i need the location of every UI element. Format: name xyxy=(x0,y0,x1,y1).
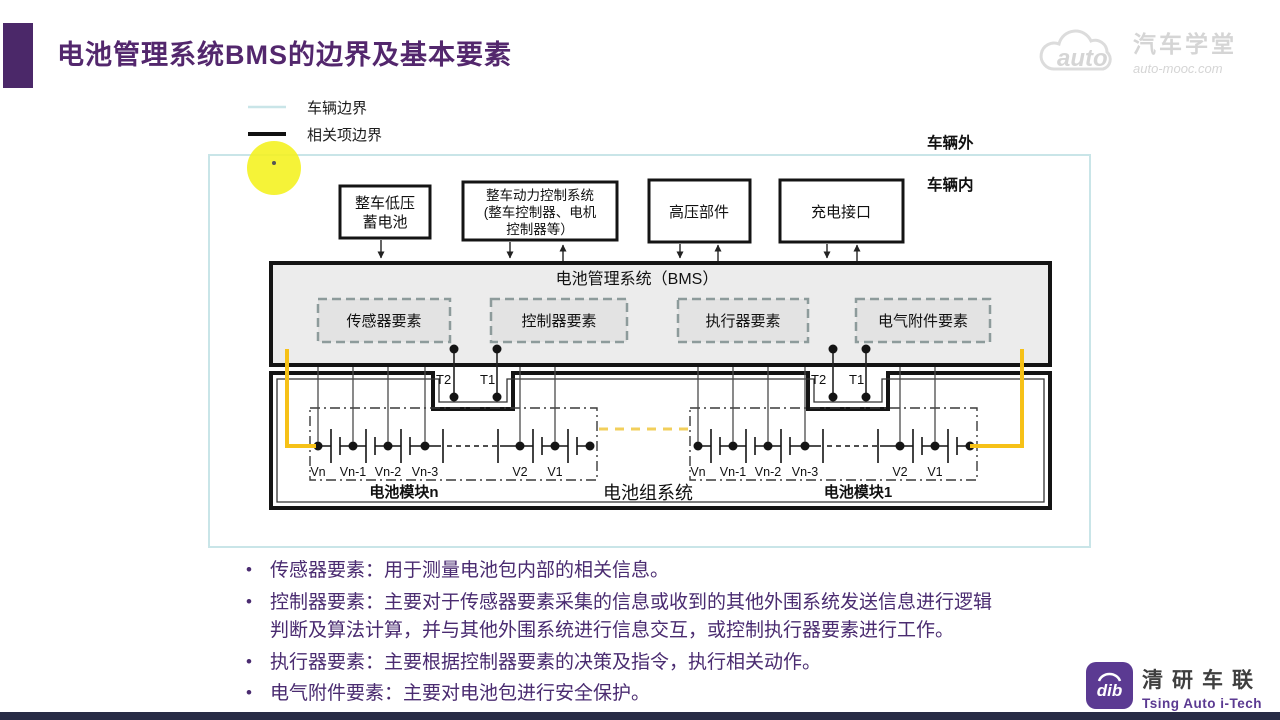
cloud-logo-icon: auto xyxy=(1039,29,1112,72)
tsing-auto-subtitle: Tsing Auto i-Tech xyxy=(1142,696,1262,711)
lv-battery-box xyxy=(338,184,432,240)
cell-vn1-label: Vn-1 xyxy=(720,465,746,479)
pack-system-label: 电池组系统 xyxy=(603,483,693,503)
cell-labels-module-1: Vn Vn-1 Vn-2 Vn-3 V2 V1 xyxy=(690,465,942,479)
charge-port-label: 充电接口 xyxy=(811,204,871,221)
peripheral-box-labels: 整车低压 蓄电池 整车动力控制系统 (整车控制器、电机 控制器等） 高压部件 充… xyxy=(355,187,871,237)
hv-parts-box xyxy=(647,178,752,244)
hv-line-right xyxy=(970,349,1024,448)
note-sensor: 传感器要素：用于测量电池包内部的相关信息。 xyxy=(240,557,998,586)
outside-vehicle-label: 车辆外 xyxy=(927,133,974,152)
actuator-element-label: 执行器要素 xyxy=(705,313,780,330)
note-electrical: 电气附件要素：主要对电池包进行安全保护。 xyxy=(240,680,998,709)
highlight-marker xyxy=(247,141,301,195)
module-n-label: 电池模块n xyxy=(369,483,438,501)
cell-vn2-label: Vn-2 xyxy=(375,465,401,479)
note-controller: 控制器要素：主要对于传感器要素采集的信息或收到的其他外围系统发送信息进行逻辑判断… xyxy=(240,589,998,646)
cloud-logo-text: auto xyxy=(1057,45,1108,72)
t2-left-label: T2 xyxy=(436,372,451,387)
t2-right-label: T2 xyxy=(811,372,826,387)
signal-arrows xyxy=(377,240,861,261)
sensor-element-label: 传感器要素 xyxy=(346,313,421,330)
cell-v1-label: V1 xyxy=(927,465,942,479)
hv-power-lines xyxy=(285,349,1024,448)
brand-domain: auto-mooc.com xyxy=(1133,60,1223,76)
power-control-label-2: (整车控制器、电机 xyxy=(484,204,597,220)
module-1-label: 电池模块1 xyxy=(824,483,892,501)
actuator-element-box xyxy=(676,297,810,344)
legend-related-boundary-label: 相关项边界 xyxy=(307,127,382,144)
lv-battery-label-2: 蓄电池 xyxy=(362,214,407,231)
video-progress-bar[interactable] xyxy=(0,712,1280,720)
legend: 车辆边界 相关项边界 xyxy=(248,100,382,144)
icon-text: dib xyxy=(1097,681,1123,700)
electrical-element-label: 电气附件要素 xyxy=(878,313,968,330)
controller-element-box xyxy=(489,297,629,344)
vehicle-boundary-box xyxy=(208,154,1091,548)
page-title: 电池管理系统BMS的边界及基本要素 xyxy=(57,40,512,70)
inside-vehicle-label: 车辆内 xyxy=(927,175,974,194)
charge-port-box xyxy=(778,178,905,244)
cell-v2-label: V2 xyxy=(892,465,907,479)
tsing-auto-name: 清研车联 xyxy=(1142,669,1262,692)
battery-pack-boundary xyxy=(269,371,1052,510)
brand-name: 汽车学堂 xyxy=(1133,30,1237,57)
note-actuator: 执行器要素：主要根据控制器要素的决策及指令，执行相关动作。 xyxy=(240,649,998,678)
cell-v2-label: V2 xyxy=(512,465,527,479)
t1-left-label: T1 xyxy=(480,372,495,387)
cell-v1-label: V1 xyxy=(547,465,562,479)
hv-line-left xyxy=(285,349,316,448)
hv-parts-label: 高压部件 xyxy=(669,204,729,221)
tsing-auto-logo: dib 清研车联 Tsing Auto i-Tech xyxy=(1086,662,1262,711)
peripheral-boxes xyxy=(338,178,905,244)
power-control-label-3: 控制器等） xyxy=(506,221,574,237)
cell-vn3-label: Vn-3 xyxy=(412,465,438,479)
legend-vehicle-boundary-label: 车辆边界 xyxy=(307,100,367,117)
power-control-label-1: 整车动力控制系统 xyxy=(486,187,594,203)
cell-vn1-label: Vn-1 xyxy=(340,465,366,479)
cell-vn2-label: Vn-2 xyxy=(755,465,781,479)
temp-sensor-labels: T2 T1 T2 T1 xyxy=(436,372,864,387)
lv-battery-label-1: 整车低压 xyxy=(355,195,415,212)
title-accent-square xyxy=(3,23,33,88)
electrical-element-box xyxy=(854,297,992,344)
bms-elements xyxy=(316,297,992,344)
t1-right-label: T1 xyxy=(849,372,864,387)
bms-element-labels: 传感器要素 控制器要素 执行器要素 电气附件要素 xyxy=(346,313,968,330)
sensor-element-box xyxy=(316,297,452,344)
notes-list: 传感器要素：用于测量电池包内部的相关信息。 控制器要素：主要对于传感器要素采集的… xyxy=(240,557,998,712)
tsing-auto-icon: dib xyxy=(1086,662,1133,709)
power-control-box xyxy=(461,180,619,242)
cell-labels-module-n: Vn Vn-1 Vn-2 Vn-3 V2 V1 xyxy=(310,465,562,479)
bms-title: 电池管理系统（BMS） xyxy=(556,270,719,288)
cell-vn-label: Vn xyxy=(310,465,325,479)
controller-element-label: 控制器要素 xyxy=(521,313,596,330)
cell-vn-label: Vn xyxy=(690,465,705,479)
temp-sensors xyxy=(449,344,871,402)
automooc-logo: auto 汽车学堂 auto-mooc.com xyxy=(1035,14,1265,86)
cloud-badge-icon: dib xyxy=(1097,672,1123,700)
battery-pack-inner-line xyxy=(276,378,1045,503)
cell-vn3-label: Vn-3 xyxy=(792,465,818,479)
